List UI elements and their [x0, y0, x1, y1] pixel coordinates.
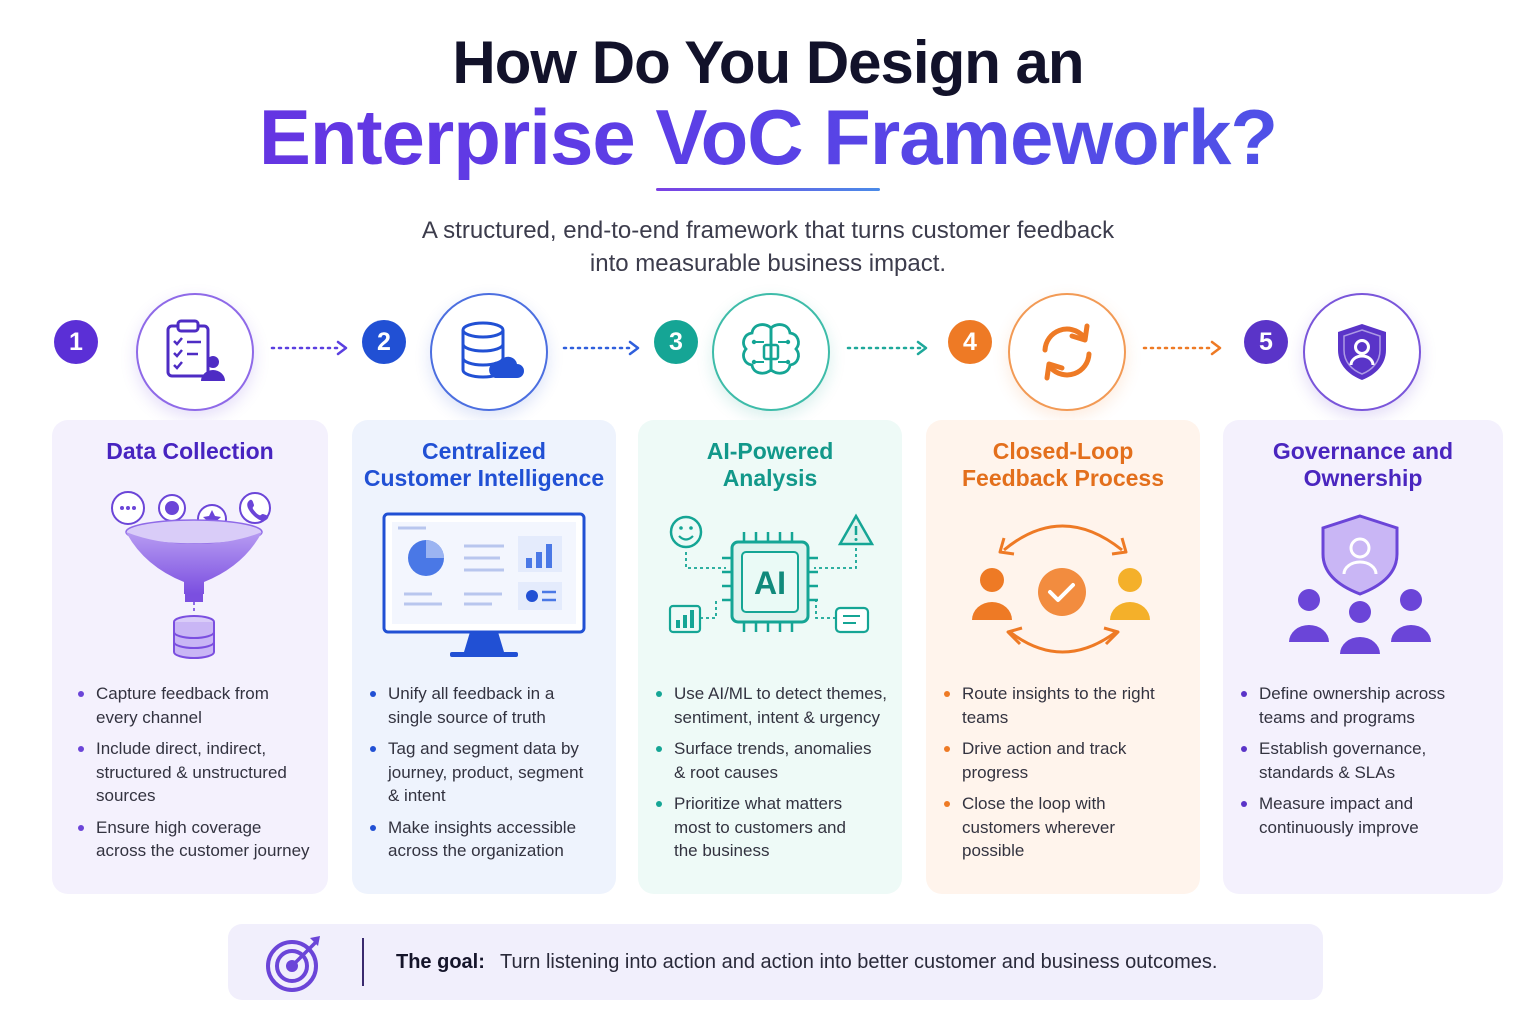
goal-banner: The goal: Turn listening into action and…: [228, 924, 1323, 1000]
card-5-title-line-1: Governance and: [1272, 438, 1454, 464]
check-circle-icon: [1038, 568, 1086, 616]
message-icon: [834, 606, 870, 634]
title-underline: [656, 188, 880, 191]
person-icon: [1298, 589, 1320, 611]
arrow-4-5: [1142, 340, 1222, 356]
goal-text: Turn listening into action and action in…: [500, 951, 1218, 973]
step-number-3: 3: [654, 320, 698, 364]
step-number-1: 1: [54, 320, 98, 364]
person-icon: [1349, 601, 1371, 623]
card-3-title-line-1: AI-Powered: [706, 438, 834, 464]
person-icon: [1400, 589, 1422, 611]
list-item: Define ownership across teams and progra…: [1239, 682, 1501, 729]
title-line-1: How Do You Design an: [452, 29, 1084, 96]
person-icon: [980, 568, 1004, 592]
list-item: Measure impact and continuously improve: [1239, 792, 1501, 839]
list-item: Use AI/ML to detect themes, sentiment, i…: [654, 682, 902, 729]
step-2-icon-circle: [430, 293, 548, 411]
card-data-collection: Data Collection Capture feedback from ev…: [52, 420, 328, 894]
list-item: Establish governance, standards & SLAs: [1239, 737, 1501, 784]
card-5-bullets: Define ownership across teams and progra…: [1239, 682, 1501, 847]
list-item: Ensure high coverage across the customer…: [76, 816, 326, 863]
clipboard-checklist-user-icon: [166, 319, 225, 381]
step-4-icon-circle: [1008, 293, 1126, 411]
arrow-1-2: [270, 340, 348, 356]
goal-divider: [362, 938, 364, 986]
list-item: Make insights accessible across the orga…: [368, 816, 616, 863]
title-line-2: Enterprise VoC Framework?: [0, 92, 1536, 183]
card-5-title: Governance and Ownership: [1223, 438, 1503, 492]
step-number-2: 2: [362, 320, 406, 364]
card-2-bullets: Unify all feedback in a single source of…: [368, 682, 616, 871]
step-number-4: 4: [948, 320, 992, 364]
database-cloud-icon: [461, 321, 524, 379]
list-item: Route insights to the right teams: [942, 682, 1198, 729]
list-item: Drive action and track progress: [942, 737, 1198, 784]
card-3-bullets: Use AI/ML to detect themes, sentiment, i…: [654, 682, 902, 871]
ai-chip-icon: AI: [668, 513, 875, 634]
list-item: Include direct, indirect, structured & u…: [76, 737, 326, 808]
list-item: Tag and segment data by journey, product…: [368, 737, 616, 808]
list-item: Prioritize what matters most to customer…: [654, 792, 902, 863]
card-2-title: Centralized Customer Intelligence: [352, 438, 616, 492]
card-closed-loop: Closed-Loop Feedback Process Route insig…: [926, 420, 1200, 894]
step-number-5: 5: [1244, 320, 1288, 364]
card-governance: Governance and Ownership Define ownershi…: [1223, 420, 1503, 894]
card-2-title-line-1: Centralized: [422, 438, 546, 464]
card-ai-analysis: AI-Powered Analysis AI Use AI/ML to dete…: [638, 420, 902, 894]
list-item: Surface trends, anomalies & root causes: [654, 737, 902, 784]
subtitle-line-1: A structured, end-to-end framework that …: [421, 217, 1115, 244]
shield-team-icon: [1289, 514, 1431, 654]
list-item: Close the loop with customers wherever p…: [942, 792, 1198, 863]
card-4-title: Closed-Loop Feedback Process: [926, 438, 1200, 492]
card-centralized-intelligence: Centralized Customer Intelligence Unify …: [352, 420, 616, 894]
list-item: Capture feedback from every channel: [76, 682, 326, 729]
ai-chip-label: AI: [754, 565, 786, 601]
card-4-bullets: Route insights to the right teams Drive …: [942, 682, 1198, 871]
refresh-cycle-icon: [1042, 323, 1092, 381]
step-3-icon-circle: [712, 293, 830, 411]
smiley-icon: [669, 515, 703, 549]
card-3-title-line-2: Analysis: [722, 465, 818, 491]
card-3-title: AI-Powered Analysis: [638, 438, 902, 492]
feedback-funnel-database-icon: [111, 491, 271, 659]
step-5-icon-circle: [1303, 293, 1421, 411]
brain-circuit-icon: [742, 323, 800, 375]
subtitle-line-2: into measurable business impact.: [589, 250, 947, 277]
card-1-bullets: Capture feedback from every channel Incl…: [76, 682, 326, 871]
card-1-title-line: Data Collection: [106, 438, 274, 464]
bar-chart-icon: [668, 604, 702, 634]
dashboard-monitor-icon: [382, 512, 586, 657]
shield-user-icon: [1338, 324, 1386, 380]
card-2-title-line-2: Customer Intelligence: [363, 465, 605, 491]
closed-loop-people-check-icon: [972, 524, 1150, 654]
list-item: Unify all feedback in a single source of…: [368, 682, 616, 729]
card-4-title-line-1: Closed-Loop: [992, 438, 1134, 464]
card-1-title: Data Collection: [52, 438, 328, 465]
arrow-3-4: [846, 340, 928, 356]
subtitle: A structured, end-to-end framework that …: [268, 214, 1268, 280]
card-5-title-line-2: Ownership: [1303, 465, 1423, 491]
arrow-2-3: [562, 340, 640, 356]
person-icon: [1118, 568, 1142, 592]
card-4-title-line-2: Feedback Process: [961, 465, 1164, 491]
target-icon: [266, 936, 320, 992]
step-1-icon-circle: [136, 293, 254, 411]
goal-label: The goal:: [396, 951, 485, 973]
